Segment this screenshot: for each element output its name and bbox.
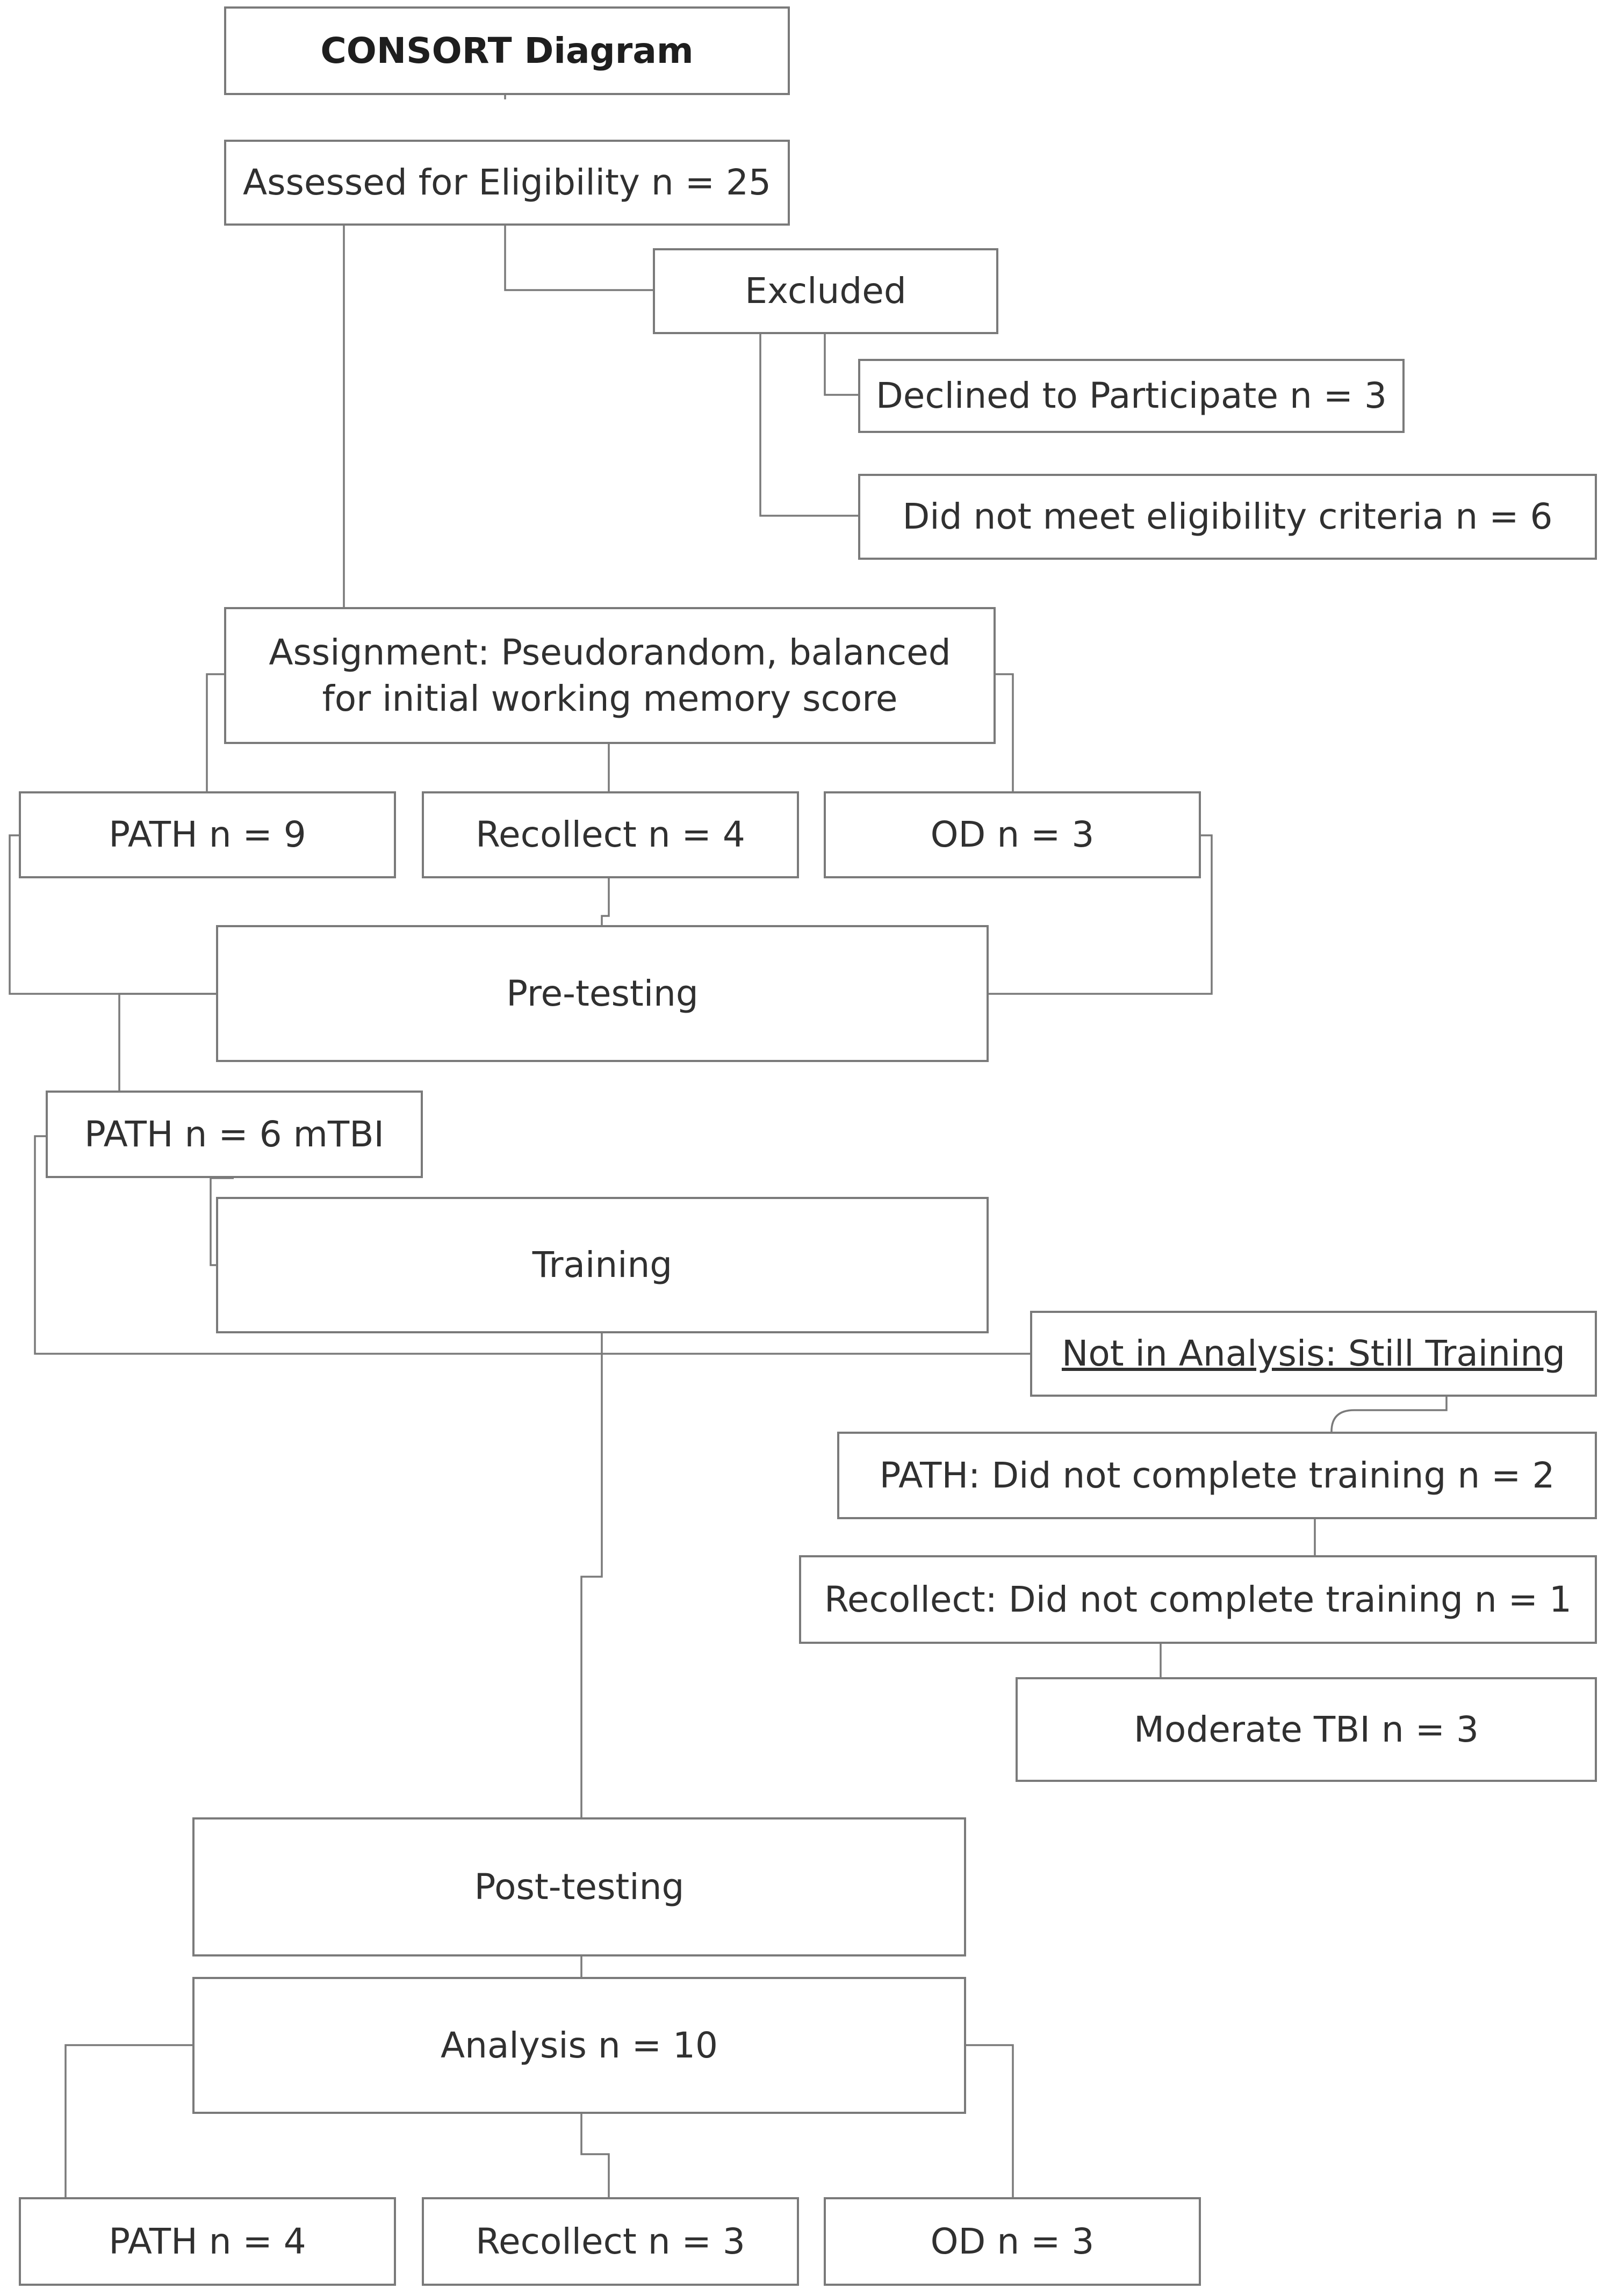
- connector-analysis-to-od: [966, 2044, 1014, 2197]
- assessed-box: Assessed for Eligibility n = 25: [224, 140, 790, 226]
- connector-analysis-to-recollect: [580, 2114, 610, 2197]
- connector-od-to-pretesting: [989, 834, 1213, 995]
- connector-mtbi-to-training: [210, 1177, 234, 1266]
- analysis-recollect-box: Recollect n = 3: [422, 2197, 799, 2286]
- path-mtbi-box: PATH n = 6 mTBI: [46, 1091, 423, 1178]
- pretesting-box: Pre-testing: [216, 925, 989, 1062]
- recollect-incomplete-box: Recollect: Did not complete training n =…: [799, 1555, 1597, 1644]
- declined-box: Declined to Participate n = 3: [858, 359, 1405, 433]
- excluded-box: Excluded: [653, 248, 998, 334]
- analysis-path-box: PATH n = 4: [19, 2197, 396, 2286]
- posttesting-box: Post-testing: [192, 1817, 966, 1956]
- connector-pretesting-to-mtbi: [118, 993, 216, 1091]
- connector-excluded-to-declined: [824, 334, 858, 396]
- connector-excluded-to-ineligible: [759, 334, 858, 517]
- diagram-title: CONSORT Diagram: [224, 6, 790, 95]
- group-od-box: OD n = 3: [824, 791, 1201, 878]
- path-incomplete-box: PATH: Did not complete training n = 2: [837, 1432, 1597, 1519]
- connector-path-to-pretesting: [9, 834, 216, 995]
- connector-mtbi-to-not-in-analysis: [34, 1135, 1030, 1355]
- not-in-analysis-heading: Not in Analysis: Still Training: [1030, 1311, 1597, 1397]
- connector-assignment-to-path: [206, 673, 224, 791]
- assignment-box: Assignment: Pseudorandom, balanced for i…: [224, 607, 996, 744]
- connector-analysis-to-path: [64, 2044, 192, 2197]
- connector-assignment-to-od: [996, 673, 1014, 791]
- group-path-box: PATH n = 9: [19, 791, 396, 878]
- group-recollect-box: Recollect n = 4: [422, 791, 799, 878]
- analysis-od-box: OD n = 3: [824, 2197, 1201, 2286]
- moderate-tbi-box: Moderate TBI n = 3: [1016, 1677, 1597, 1782]
- connector-still-training-to-path: [1330, 1397, 1448, 1432]
- connector-assessed-to-excluded: [504, 226, 653, 291]
- training-box: Training: [216, 1197, 989, 1333]
- connector-recollect-to-pretesting: [601, 878, 610, 925]
- analysis-box: Analysis n = 10: [192, 1977, 966, 2114]
- connector-training-to-posttesting: [580, 1333, 603, 1817]
- ineligible-box: Did not meet eligibility criteria n = 6: [858, 474, 1597, 560]
